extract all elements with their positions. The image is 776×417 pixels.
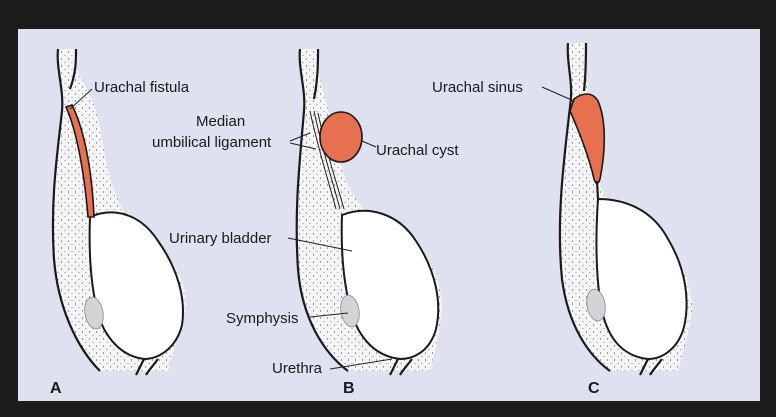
urachal-sinus <box>569 93 606 185</box>
symphysis-c <box>586 288 606 322</box>
urachal-fistula-label: Urachal fistula <box>94 79 190 96</box>
symphysis-label: Symphysis <box>226 310 299 327</box>
urachal-anomalies-diagram: Urachal fistula A Median umbilical ligam… <box>50 42 692 397</box>
median-umbilical-ligament-label-1: Median <box>196 113 245 130</box>
figure-panel: Urachal fistula A Median umbilical ligam… <box>18 29 760 401</box>
panel-label-b: B <box>343 380 355 397</box>
bladder-c <box>595 197 688 361</box>
symphysis-b <box>340 294 360 328</box>
urachal-cyst-label: Urachal cyst <box>376 142 459 159</box>
panel-a: Urachal fistula A <box>50 48 190 397</box>
symphysis-a <box>84 296 104 330</box>
median-umbilical-ligament-label-2: umbilical ligament <box>152 134 272 151</box>
panel-b: Median umbilical ligament Urachal cyst U… <box>152 48 459 397</box>
panel-label-c: C <box>588 380 600 397</box>
panel-c: Urachal sinus C <box>432 42 692 397</box>
urachal-sinus-label: Urachal sinus <box>432 79 523 96</box>
urethra-label: Urethra <box>272 360 323 377</box>
panel-label-a: A <box>50 380 62 397</box>
urachal-fistula-a <box>64 104 95 218</box>
urachal-cyst <box>319 111 363 163</box>
urinary-bladder-label: Urinary bladder <box>169 230 272 247</box>
